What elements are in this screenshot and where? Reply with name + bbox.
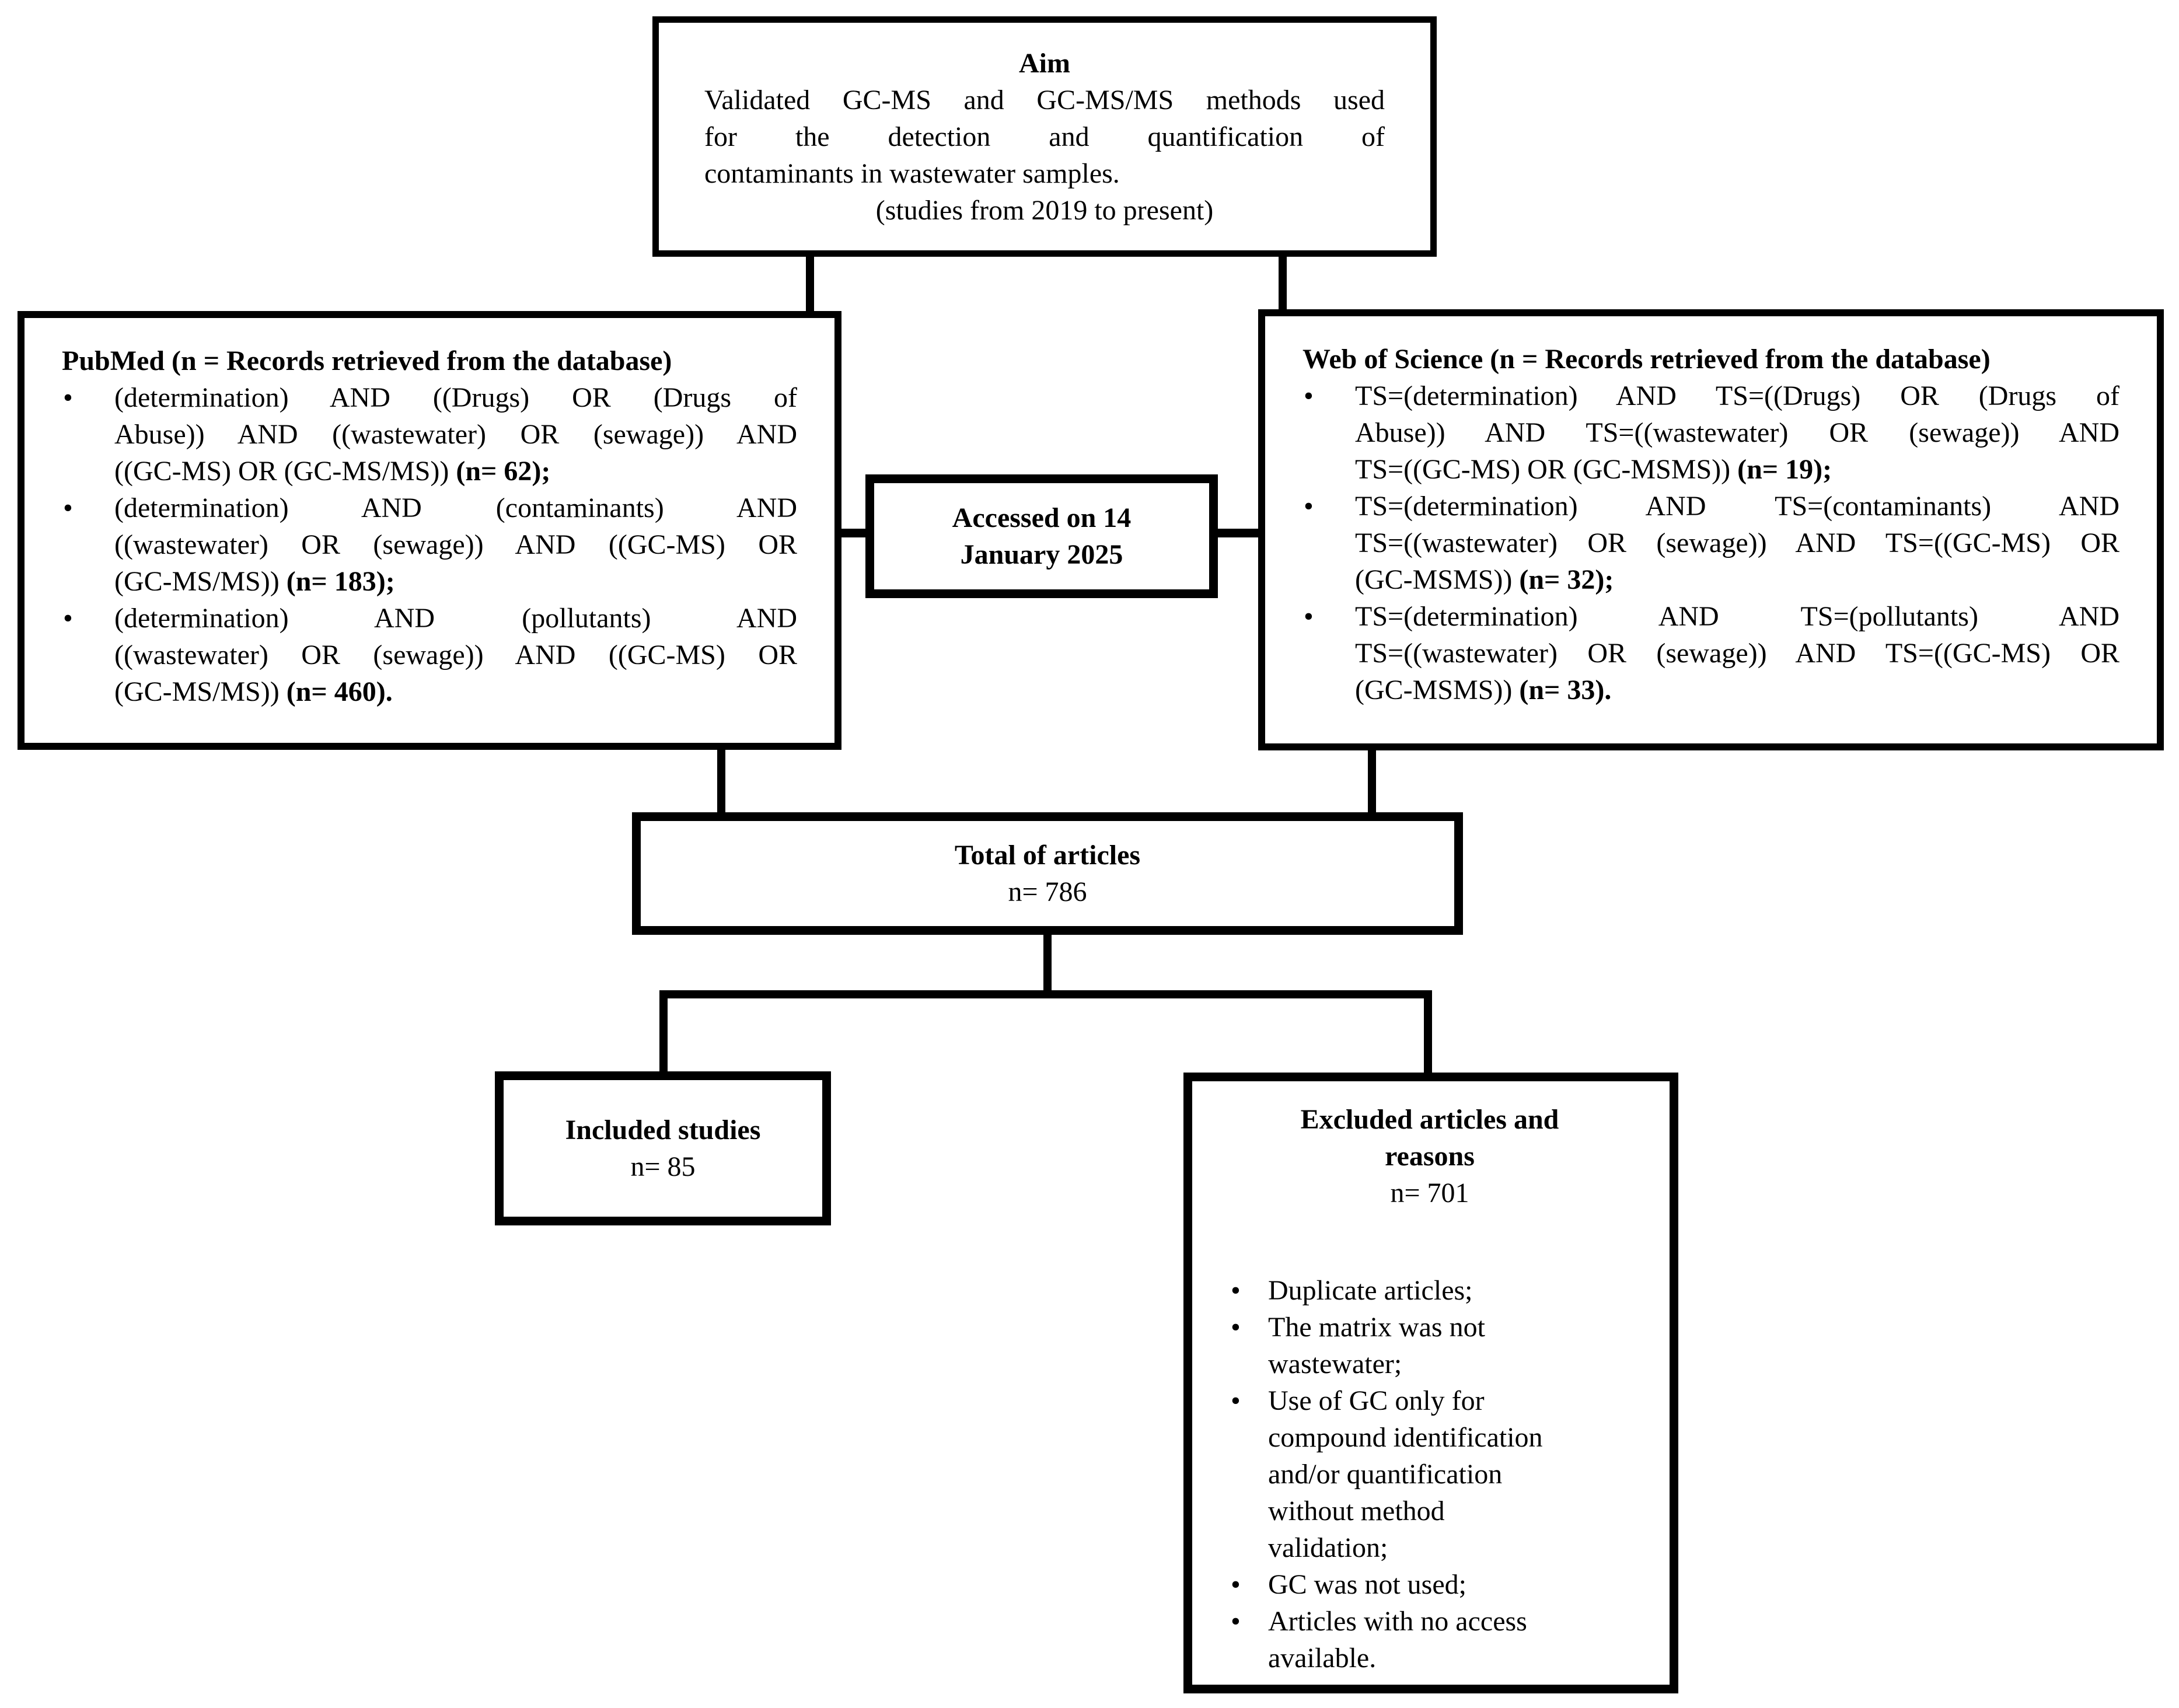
wos-box: Web of Science (n = Records retrieved fr… xyxy=(1258,309,2164,750)
reason-text: Articles with no access available. xyxy=(1268,1606,1527,1674)
wos-query-item: • TS=(determination) AND TS=(contaminant… xyxy=(1295,488,2119,598)
bullet-icon: • xyxy=(63,382,73,413)
query-line: TS=(determination) AND TS=(contaminants)… xyxy=(1355,491,2119,522)
aim-title: Aim xyxy=(1019,48,1070,79)
query-count: (n= 32); xyxy=(1519,564,1614,595)
excluded-title: Excluded articles and reasons xyxy=(1300,1104,1559,1172)
bullet-icon: • xyxy=(1231,1385,1241,1416)
bullet-icon: • xyxy=(63,493,73,523)
query-line: Abuse)) AND ((wastewater) OR (sewage)) A… xyxy=(114,419,797,450)
wos-title: Web of Science (n = Records retrieved fr… xyxy=(1302,344,1991,375)
query-line: Abuse)) AND TS=((wastewater) OR (sewage)… xyxy=(1355,417,2119,448)
bullet-icon: • xyxy=(1231,1606,1241,1637)
bullet-icon: • xyxy=(1231,1569,1241,1600)
query-count: (n= 19); xyxy=(1737,454,1832,485)
excluded-reason-item: • Use of GC only for compound identifica… xyxy=(1223,1382,1637,1566)
query-text: (GC-MSMS)) xyxy=(1355,564,1513,595)
connector-total-down xyxy=(1043,932,1052,998)
pubmed-query-item: • (determination) AND (pollutants) AND (… xyxy=(55,600,797,710)
pubmed-title: PubMed (n = Records retrieved from the d… xyxy=(62,345,672,376)
query-line-last: ((GC-MS) OR (GC-MS/MS)) (n= 62); xyxy=(114,453,797,490)
aim-box: Aim Validated GC-MS and GC-MS/MS methods… xyxy=(652,16,1437,257)
aim-body-line-2: for the detection and quantification of xyxy=(704,121,1385,152)
query-line: TS=((wastewater) OR (sewage)) AND TS=((G… xyxy=(1355,638,2119,669)
connector-split-to-included xyxy=(659,990,668,1073)
wos-content: Web of Science (n = Records retrieved fr… xyxy=(1265,316,2157,720)
included-content: Included studies n= 85 xyxy=(504,1080,822,1217)
total-content: Total of articles n= 786 xyxy=(641,821,1454,926)
query-text: ((GC-MS) OR (GC-MS/MS)) xyxy=(114,456,449,487)
wos-query-item: • TS=(determination) AND TS=(pollutants)… xyxy=(1295,598,2119,708)
total-count: n= 786 xyxy=(1008,876,1087,907)
included-box: Included studies n= 85 xyxy=(495,1071,831,1225)
wos-query-item: • TS=(determination) AND TS=((Drugs) OR … xyxy=(1295,378,2119,488)
connector-aim-to-pubmed xyxy=(806,256,814,314)
reason-text: GC was not used; xyxy=(1268,1569,1466,1600)
query-text: (GC-MS/MS)) xyxy=(114,566,280,597)
excluded-reason-item: • GC was not used; xyxy=(1223,1566,1637,1603)
reason-text: The matrix was not wastewater; xyxy=(1268,1312,1485,1379)
included-count: n= 85 xyxy=(630,1151,696,1182)
query-text: (GC-MSMS)) xyxy=(1355,675,1513,705)
query-text: TS=((GC-MS) OR (GC-MSMS)) xyxy=(1355,454,1731,485)
bullet-icon: • xyxy=(1304,491,1314,522)
bullet-icon: • xyxy=(1304,601,1314,632)
accessed-content: Accessed on 14 January 2025 xyxy=(874,483,1209,589)
connector-accessed-to-wos xyxy=(1214,529,1262,537)
excluded-count: n= 701 xyxy=(1390,1178,1469,1208)
query-line: ((wastewater) OR (sewage)) AND ((GC-MS) … xyxy=(114,640,797,670)
pubmed-content: PubMed (n = Records retrieved from the d… xyxy=(25,318,834,722)
connector-split-bar xyxy=(659,990,1432,998)
reason-text: Use of GC only for compound identificati… xyxy=(1268,1385,1543,1563)
connector-split-to-excluded xyxy=(1424,990,1432,1074)
query-line: TS=(determination) AND TS=((Drugs) OR (D… xyxy=(1355,380,2119,411)
query-line-last: (GC-MSMS)) (n= 32); xyxy=(1355,561,2119,598)
total-box: Total of articles n= 786 xyxy=(632,812,1463,935)
pubmed-query-item: • (determination) AND (contaminants) AND… xyxy=(55,490,797,600)
excluded-reason-list: • Duplicate articles; • The matrix was n… xyxy=(1223,1272,1637,1676)
query-line: TS=(determination) AND TS=(pollutants) A… xyxy=(1355,601,2119,632)
query-count: (n= 33). xyxy=(1519,675,1612,705)
aim-note: (studies from 2019 to present) xyxy=(875,195,1214,226)
excluded-reason-item: • The matrix was not wastewater; xyxy=(1223,1309,1637,1382)
total-title: Total of articles xyxy=(954,840,1141,871)
connector-aim-to-wos xyxy=(1279,256,1287,314)
query-line-last: (GC-MSMS)) (n= 33). xyxy=(1355,672,2119,708)
excluded-box: Excluded articles and reasons n= 701 • D… xyxy=(1183,1073,1678,1693)
reason-text: Duplicate articles; xyxy=(1268,1275,1473,1306)
query-text: (GC-MS/MS)) xyxy=(114,676,280,707)
aim-body-line-1: Validated GC-MS and GC-MS/MS methods use… xyxy=(704,85,1385,116)
bullet-icon: • xyxy=(63,603,73,634)
connector-wos-to-total xyxy=(1368,749,1376,814)
accessed-date: Accessed on 14 January 2025 xyxy=(952,502,1132,570)
excluded-reason-item: • Duplicate articles; xyxy=(1223,1272,1637,1309)
query-line: TS=((wastewater) OR (sewage)) AND TS=((G… xyxy=(1355,528,2119,558)
query-count: (n= 460). xyxy=(286,676,393,707)
query-line-last: (GC-MS/MS)) (n= 460). xyxy=(114,673,797,710)
query-line: (determination) AND (contaminants) AND xyxy=(114,493,797,523)
included-title: Included studies xyxy=(565,1115,761,1145)
excluded-content: Excluded articles and reasons n= 701 • D… xyxy=(1192,1081,1670,1688)
query-count: (n= 62); xyxy=(456,456,551,487)
bullet-icon: • xyxy=(1304,380,1314,411)
accessed-box: Accessed on 14 January 2025 xyxy=(865,474,1218,598)
bullet-icon: • xyxy=(1231,1312,1241,1343)
pubmed-query-item: • (determination) AND ((Drugs) OR (Drugs… xyxy=(55,379,797,490)
bullet-icon: • xyxy=(1231,1275,1241,1306)
aim-body-line-3: contaminants in wastewater samples. xyxy=(704,158,1120,189)
query-line-last: TS=((GC-MS) OR (GC-MSMS)) (n= 19); xyxy=(1355,451,2119,488)
query-line-last: (GC-MS/MS)) (n= 183); xyxy=(114,563,797,600)
connector-pubmed-to-accessed xyxy=(838,529,869,537)
excluded-reason-item: • Articles with no access available. xyxy=(1223,1603,1637,1676)
query-line: (determination) AND ((Drugs) OR (Drugs o… xyxy=(114,382,797,413)
query-line: (determination) AND (pollutants) AND xyxy=(114,603,797,634)
pubmed-box: PubMed (n = Records retrieved from the d… xyxy=(18,311,841,750)
query-count: (n= 183); xyxy=(286,566,395,597)
query-line: ((wastewater) OR (sewage)) AND ((GC-MS) … xyxy=(114,529,797,560)
aim-content: Aim Validated GC-MS and GC-MS/MS methods… xyxy=(659,23,1430,240)
connector-pubmed-to-total xyxy=(717,749,725,814)
